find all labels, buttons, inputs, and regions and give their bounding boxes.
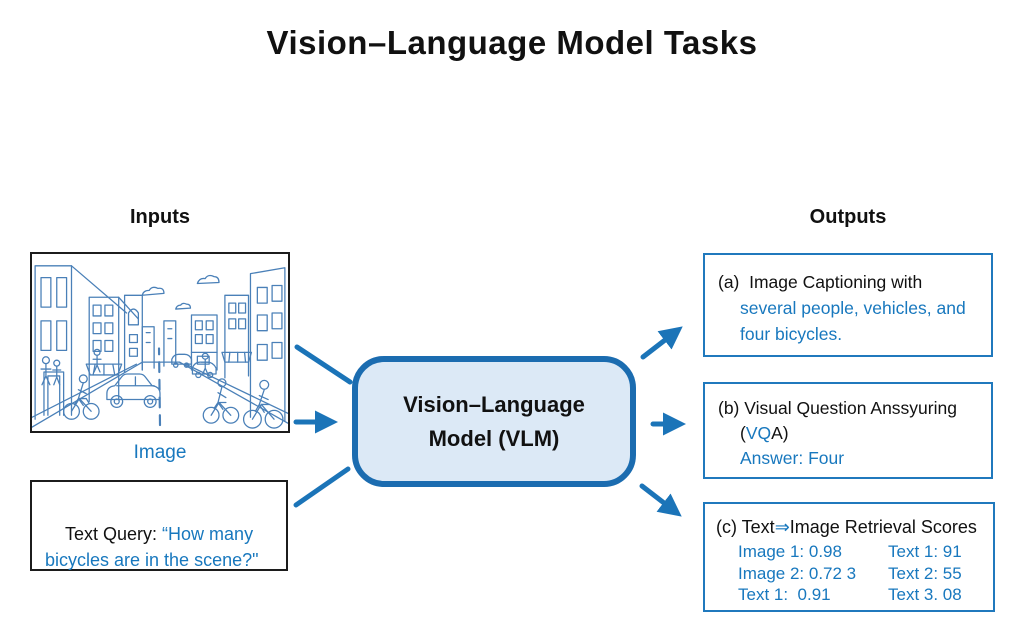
connector-query-to-vlm-diagonal xyxy=(293,466,351,508)
vlm-label-line2: Model (VLM) xyxy=(428,425,560,451)
image-caption: Image xyxy=(133,442,187,463)
captioning-label: (a) Image Captioning with xyxy=(718,272,923,292)
double-arrow-icon: ⇒ xyxy=(774,517,790,537)
vlm-box: Vision–Language Model (VLM) xyxy=(352,356,636,487)
connector-vlm-to-c-arrow xyxy=(639,483,682,517)
output-box-retrieval: (c) Text⇒Image Retrieval Scores Image 1:… xyxy=(703,502,995,612)
captioning-text-line2: four bicycles. xyxy=(740,324,843,344)
text-query-box: Text Query: “How many bicycles are in th… xyxy=(30,480,288,571)
connector-vlm-to-a-arrow xyxy=(640,326,683,360)
outputs-heading: Outputs xyxy=(809,206,887,228)
score-item: Image 2: 0.72 3 xyxy=(738,563,857,583)
vqa-label: (b) Visual Question Anssyuring xyxy=(718,398,957,418)
score-item: Image 1: 0.98 xyxy=(738,542,842,561)
connector-image-to-vlm-diagonal xyxy=(294,344,353,385)
output-box-captioning: (a) Image Captioning with several people… xyxy=(703,253,993,357)
inputs-heading: Inputs xyxy=(130,206,190,228)
score-item: Text 3. 08 xyxy=(888,585,962,604)
score-item: Text 2: 55 xyxy=(888,563,962,583)
vlm-label-line1: Vision–Language xyxy=(403,391,585,417)
retrieval-scores: Image 1: 0.98 Image 2: 0.72 3 Text 1: 0.… xyxy=(716,541,993,606)
retrieval-label: (c) Text⇒Image Retrieval Scores xyxy=(716,517,977,537)
score-item: Text 1: 0.91 xyxy=(738,585,831,604)
text-query-value: “How many bicycles are in the scene?" xyxy=(45,524,259,570)
vqa-answer: Answer: Four xyxy=(740,448,845,468)
output-box-vqa: (b) Visual Question Anssyuring (VQA) Ans… xyxy=(703,382,993,479)
score-item: Text 1: 91 xyxy=(888,542,962,561)
captioning-text-line1: several people, vehicles, and xyxy=(740,298,966,318)
vqa-acronym: (VQA) xyxy=(740,423,789,443)
page-title: Vision–Language Model Tasks xyxy=(266,24,758,61)
input-image-box xyxy=(30,252,290,433)
street-scene-illustration xyxy=(32,265,288,429)
text-query-label: Text Query: xyxy=(65,524,163,544)
